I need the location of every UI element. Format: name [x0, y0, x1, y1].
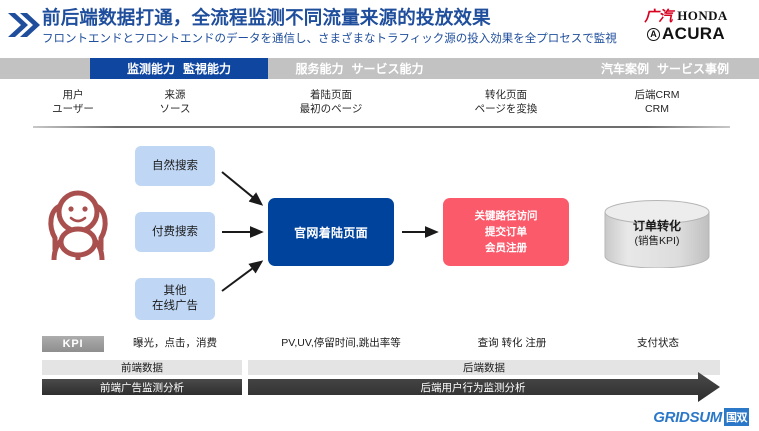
column-header-crm: 后端CRM CRM — [604, 88, 710, 116]
column-header-user-jp: ユーザー — [52, 103, 94, 115]
tab-service[interactable]: 服务能力 サービス能力 — [268, 58, 451, 79]
landing-page-box-label: 官网着陆页面 — [294, 225, 368, 240]
double-chevron-right-icon — [6, 8, 40, 42]
tab-bar: 监测能力 監視能力 服务能力 サービス能力 汽车案例 サービス事例 — [0, 58, 759, 79]
conversion-line-2: 提交订单 — [485, 226, 527, 238]
column-headers: 用户 ユーザー 来源 ソース 着陆页面 最初のページ 转化页面 ページを変換 后… — [0, 88, 759, 122]
gridsum-footer-logo: GRIDSUM 国双 — [653, 408, 749, 426]
column-header-landing-cn: 着陆页面 — [310, 89, 352, 101]
column-header-conversion-jp: ページを変換 — [474, 103, 538, 115]
column-header-conversion: 转化页面 ページを変換 — [443, 88, 569, 116]
tab-cases-label-cn: 汽车案例 — [600, 62, 649, 76]
bar-backend-behavior-monitoring — [248, 372, 720, 402]
column-header-source: 来源 ソース — [135, 88, 215, 116]
honda-wordmark: HONDA — [677, 7, 728, 23]
column-header-user: 用户 ユーザー — [33, 88, 113, 116]
kpi-item-payment-status: 支付状态 — [637, 337, 679, 349]
title-block: 前后端数据打通，全流程监测不同流量来源的投放效果 フロントエンドとフロントエンド… — [42, 6, 617, 48]
brand-logo-row-honda: 广汽 HONDA — [621, 7, 751, 26]
column-header-crm-cn: 后端CRM — [634, 89, 680, 101]
acura-wordmark: ACURA — [662, 24, 725, 43]
gridsum-cn-wordmark: 国双 — [724, 408, 749, 426]
kpi-item-frontend-metrics: 曝光，点击，消费 — [133, 337, 217, 349]
brand-logo-row-acura: A ACURA — [621, 24, 751, 43]
page-title: 前后端数据打通，全流程监测不同流量来源的投放效果 — [42, 7, 491, 28]
kpi-item-conversion-metrics: 查询 转化 注册 — [477, 337, 547, 349]
conversion-line-3: 会员注册 — [485, 242, 527, 254]
source-box-other-ads[interactable]: 其他 在线广告 — [135, 278, 215, 320]
page-subtitle: フロントエンドとフロントエンドのデータを通信し、さまざまなトラフィック源の投入効… — [42, 33, 617, 45]
column-header-landing: 着陆页面 最初のページ — [268, 88, 394, 116]
guangqi-wordmark: 广汽 — [644, 9, 673, 25]
tab-monitoring-label-jp: 監視能力 — [183, 62, 232, 76]
source-box-organic-search-label: 自然搜索 — [152, 159, 198, 172]
conversion-page-box[interactable]: 关键路径访问 提交订单 会员注册 — [443, 198, 569, 266]
column-header-source-jp: ソース — [159, 103, 191, 115]
user-person-icon — [38, 186, 118, 264]
column-header-user-cn: 用户 — [62, 89, 84, 101]
tab-cases[interactable]: 汽车案例 サービス事例 — [571, 58, 759, 79]
kpi-badge: KPI — [42, 336, 104, 352]
brand-logo: 广汽 HONDA A ACURA — [621, 7, 751, 44]
landing-page-box[interactable]: 官网着陆页面 — [268, 198, 394, 266]
source-box-paid-search-label: 付费搜索 — [152, 225, 198, 238]
band-backend-data: 后端数据 — [248, 360, 720, 375]
tab-monitoring[interactable]: 监测能力 監視能力 — [90, 58, 268, 79]
tab-monitoring-label-cn: 监测能力 — [126, 62, 175, 76]
slide-header: 前后端数据打通，全流程监测不同流量来源的投放效果 フロントエンドとフロントエンド… — [0, 0, 759, 52]
source-box-paid-search[interactable]: 付费搜索 — [135, 212, 215, 252]
tab-service-label-jp: サービス能力 — [351, 62, 424, 76]
gridsum-wordmark: GRIDSUM — [653, 408, 722, 426]
source-box-other-ads-label-1: 其他 — [163, 285, 187, 297]
bar-frontend-ad-monitoring: 前端广告监测分析 — [42, 379, 242, 395]
kpi-badge-label: KPI — [62, 338, 84, 350]
column-header-source-cn: 来源 — [164, 89, 186, 101]
tab-cases-label-jp: サービス事例 — [657, 62, 730, 76]
conversion-line-1: 关键路径访问 — [474, 210, 538, 222]
column-header-crm-jp: CRM — [645, 103, 669, 115]
acura-a-caliper-icon: A — [647, 27, 661, 41]
tab-service-label-cn: 服务能力 — [295, 62, 344, 76]
column-header-conversion-cn: 转化页面 — [485, 89, 527, 101]
band-frontend-data: 前端数据 — [42, 360, 242, 375]
crm-database-cylinder-icon — [604, 200, 710, 269]
bar-backend-behavior-monitoring-label: 后端用户行为监测分析 — [420, 381, 526, 394]
source-box-other-ads-label-2: 在线广告 — [152, 300, 198, 312]
source-box-organic-search[interactable]: 自然搜索 — [135, 146, 215, 186]
column-header-landing-jp: 最初のページ — [299, 103, 363, 115]
header-divider — [33, 126, 730, 128]
kpi-item-site-metrics: PV,UV,停留时间,跳出率等 — [281, 337, 401, 349]
